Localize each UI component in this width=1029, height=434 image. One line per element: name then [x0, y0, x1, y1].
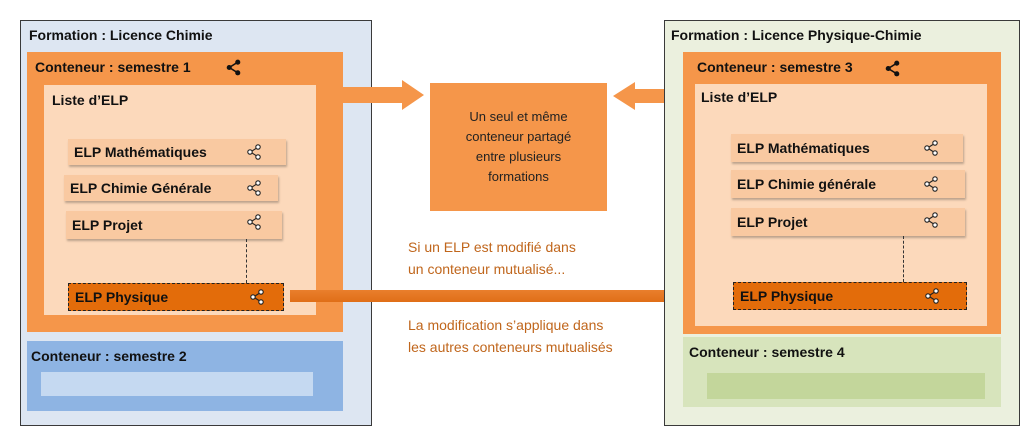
elp-projet[interactable]: ELP Projet	[66, 211, 282, 239]
share-icon[interactable]	[246, 144, 262, 160]
arrow-left-to-center	[340, 80, 424, 110]
elp-physique[interactable]: ELP Physique	[733, 282, 967, 310]
elp-label: ELP Projet	[737, 214, 808, 230]
link-dashed-line	[903, 236, 904, 282]
conteneur-title: Conteneur : semestre 2	[31, 348, 187, 364]
share-icon[interactable]	[923, 212, 939, 228]
link-dashed-line	[246, 239, 247, 283]
share-icon[interactable]	[924, 288, 940, 304]
formation-licence-chimie: Formation : Licence Chimie Conteneur : s…	[20, 20, 372, 426]
center-line: conteneur partagé	[465, 129, 572, 144]
elp-mathematiques[interactable]: ELP Mathématiques	[68, 139, 286, 165]
conteneur-semestre-2[interactable]: Conteneur : semestre 2	[27, 341, 343, 411]
elp-mathematiques[interactable]: ELP Mathématiques	[731, 134, 963, 162]
conteneur-title: Conteneur : semestre 1	[35, 59, 191, 75]
share-icon[interactable]	[249, 289, 265, 305]
placeholder-bar	[707, 373, 985, 399]
elp-label: ELP Chimie générale	[737, 176, 877, 192]
formation-title: Formation : Licence Chimie	[29, 27, 213, 43]
note-line: La modification s’applique dans	[408, 317, 604, 333]
center-line: formations	[488, 169, 549, 184]
liste-elp: Liste d’ELP ELP Mathématiques ELP Chimie…	[695, 84, 987, 326]
liste-title: Liste d’ELP	[701, 89, 778, 105]
elp-projet[interactable]: ELP Projet	[731, 208, 965, 236]
note-elp-modified: Si un ELP est modifié dans un conteneur …	[408, 236, 648, 280]
elp-chimie-generale[interactable]: ELP Chimie Générale	[64, 175, 278, 201]
conteneur-title: Conteneur : semestre 4	[689, 344, 845, 360]
center-line: Un seul et même	[469, 109, 568, 124]
note-line: un conteneur mutualisé...	[408, 261, 566, 277]
placeholder-bar	[41, 372, 313, 396]
elp-physique[interactable]: ELP Physique	[68, 283, 284, 311]
elp-label: ELP Chimie Générale	[70, 180, 212, 196]
share-icon[interactable]	[923, 140, 939, 156]
elp-label: ELP Mathématiques	[74, 144, 207, 160]
conteneur-semestre-3[interactable]: Conteneur : semestre 3 Liste d’ELP ELP M…	[683, 52, 1001, 334]
elp-chimie-generale[interactable]: ELP Chimie générale	[731, 170, 965, 198]
formation-title: Formation : Licence Physique-Chimie	[671, 27, 922, 43]
note-line: Si un ELP est modifié dans	[408, 239, 576, 255]
conteneur-semestre-4[interactable]: Conteneur : semestre 4	[683, 337, 1001, 407]
share-icon[interactable]	[884, 60, 901, 77]
conteneur-title: Conteneur : semestre 3	[697, 59, 853, 75]
liste-elp: Liste d’ELP ELP Mathématiques ELP Chimie…	[44, 85, 316, 315]
propagation-arrow	[290, 282, 721, 310]
note-line: les autres conteneurs mutualisés	[408, 339, 613, 355]
share-icon[interactable]	[225, 59, 242, 76]
conteneur-semestre-1[interactable]: Conteneur : semestre 1 Liste d’ELP ELP M…	[27, 52, 343, 332]
elp-label: ELP Physique	[75, 289, 169, 305]
formation-licence-physique-chimie: Formation : Licence Physique-Chimie Cont…	[664, 20, 1020, 426]
elp-label: ELP Projet	[72, 217, 143, 233]
share-icon[interactable]	[246, 214, 262, 230]
elp-label: ELP Mathématiques	[737, 140, 870, 156]
center-line: entre plusieurs	[475, 149, 562, 164]
share-icon[interactable]	[923, 176, 939, 192]
elp-label: ELP Physique	[740, 288, 834, 304]
liste-title: Liste d’ELP	[52, 92, 129, 108]
note-modification-applies: La modification s’applique dans les autr…	[408, 314, 658, 358]
shared-container-note: Un seul et même conteneur partagé entre …	[430, 83, 607, 211]
share-icon[interactable]	[246, 180, 262, 196]
